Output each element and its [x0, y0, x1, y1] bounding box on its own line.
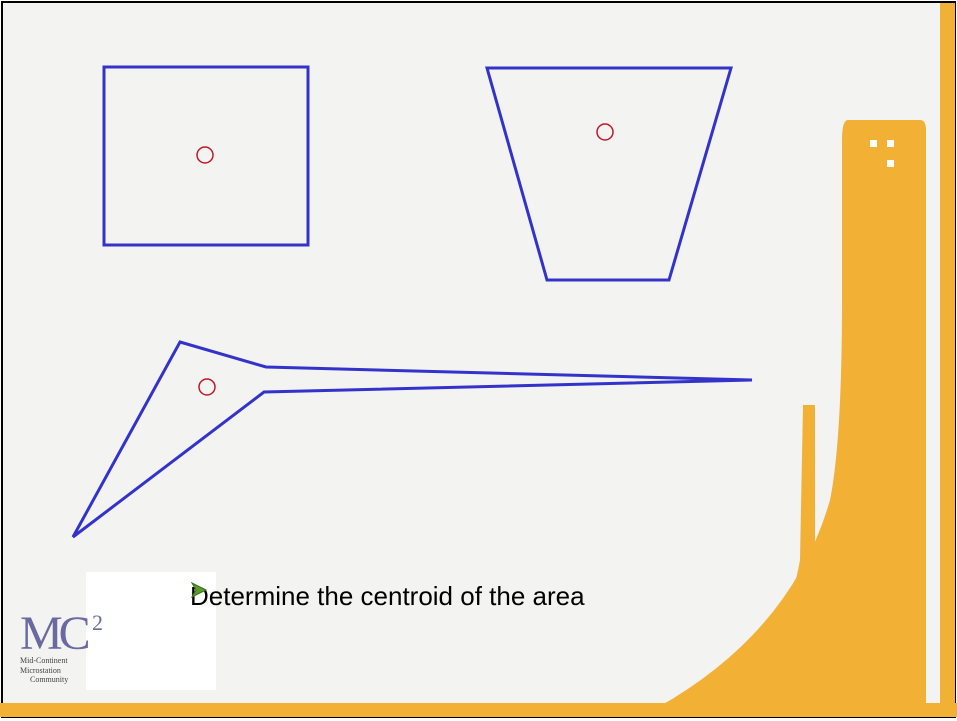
logo-backdrop [86, 572, 216, 690]
rectangle-shape [102, 65, 310, 247]
logo-line-2: Microstation [20, 666, 61, 675]
irregular-polygon-centroid-marker [198, 378, 216, 396]
arrow-bullet-icon [190, 581, 208, 599]
irregular-polygon-shape [71, 340, 753, 539]
bullet-point: Determine the centroid of the area [190, 581, 585, 612]
bullet-text: Determine the centroid of the area [190, 581, 585, 611]
trapezoid-centroid-marker [596, 123, 614, 141]
orange-swoosh-decoration [0, 3, 957, 717]
trapezoid-shape [485, 66, 734, 282]
logo-mc-text: MC [20, 607, 91, 660]
logo-line-3: Community [30, 675, 69, 684]
logo-superscript: 2 [92, 610, 103, 635]
logo-line-1: Mid-Continent [20, 656, 68, 665]
mc2-logo: MC 2 Mid-Continent Microstation Communit… [20, 607, 130, 688]
rectangle-centroid-marker [196, 146, 214, 164]
window-squares-decoration [870, 140, 894, 167]
